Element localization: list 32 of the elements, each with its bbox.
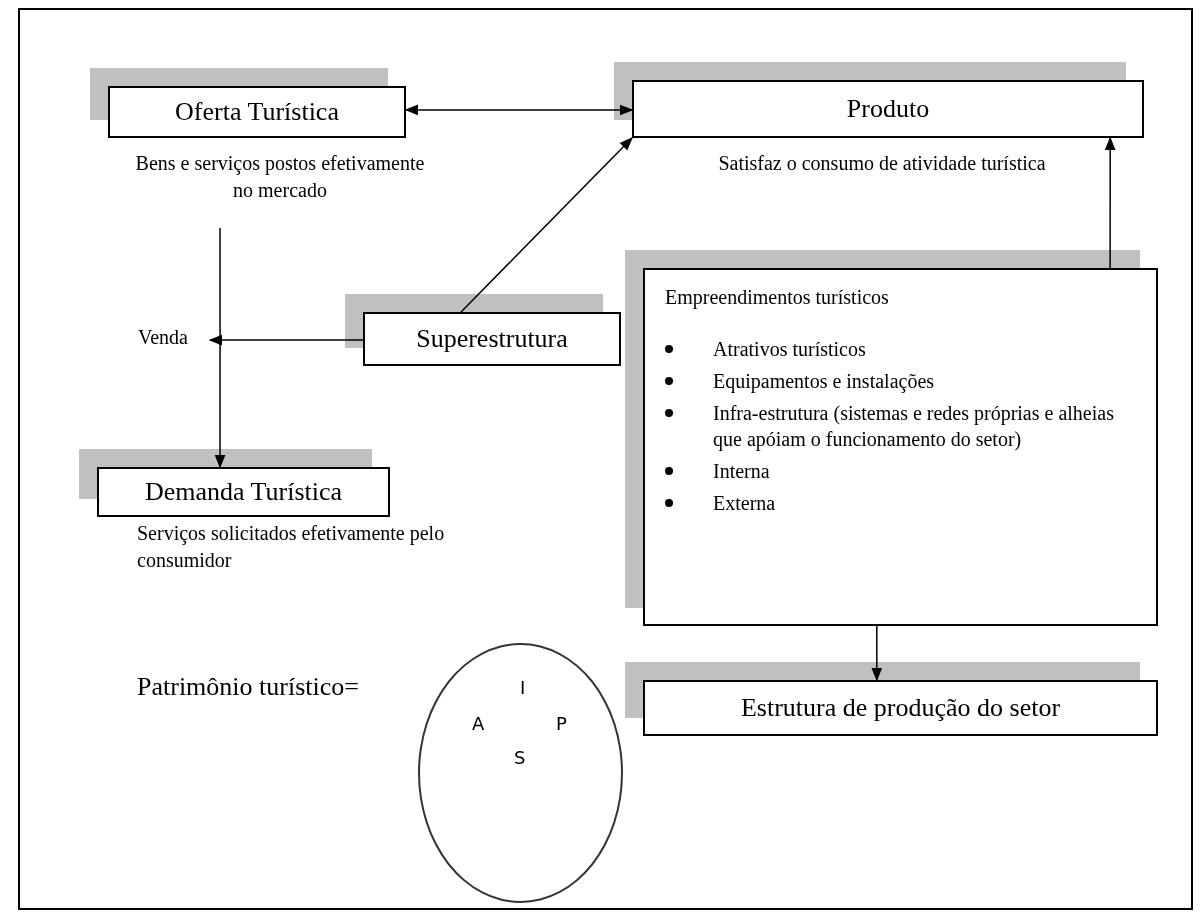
circle-letter: A <box>472 713 485 734</box>
list-box <box>643 268 1158 626</box>
list-item: Atrativos turísticos <box>713 337 866 362</box>
formula-label: Patrimônio turístico= <box>137 672 359 702</box>
box-title: Oferta Turística <box>175 97 339 127</box>
box-title: Produto <box>846 94 930 124</box>
box-title: Superestrutura <box>416 324 568 354</box>
edge-target-text: Venda <box>138 326 188 349</box>
arrow <box>404 104 634 116</box>
box-title: Demanda Turística <box>144 477 343 507</box>
list-item: Externa <box>713 491 776 516</box>
list-item: Interna <box>713 459 770 484</box>
arrow <box>214 227 226 469</box>
box-title: Estrutura de produção do setor <box>740 693 1061 723</box>
arrow <box>460 137 633 313</box>
node-caption: Serviços solicitados efetivamente pelo consumidor <box>137 521 446 573</box>
concept-box <box>363 312 621 366</box>
circle-letter: S <box>514 747 526 768</box>
node-caption: Satisfaz o consumo de atividade turística <box>717 151 1047 176</box>
concept-box <box>97 467 390 517</box>
circle-letter: P <box>556 713 567 734</box>
arrow <box>1104 136 1116 269</box>
concept-box <box>108 86 406 138</box>
arrow <box>871 625 883 682</box>
list-item: Equipamentos e instalações <box>713 369 935 394</box>
arrow <box>208 334 364 346</box>
node-caption: Bens e serviços postos efetivamente no mercado <box>134 151 426 203</box>
concept-box <box>643 680 1158 736</box>
list-item: Infra-estrutura (sistemas e redes próprias e alheias que apóiam o funcionamento do setor) <box>713 401 1115 452</box>
box-heading: Empreendimentos turísticos <box>665 285 890 310</box>
circle-letter: I <box>520 677 526 698</box>
concept-box <box>632 80 1144 138</box>
